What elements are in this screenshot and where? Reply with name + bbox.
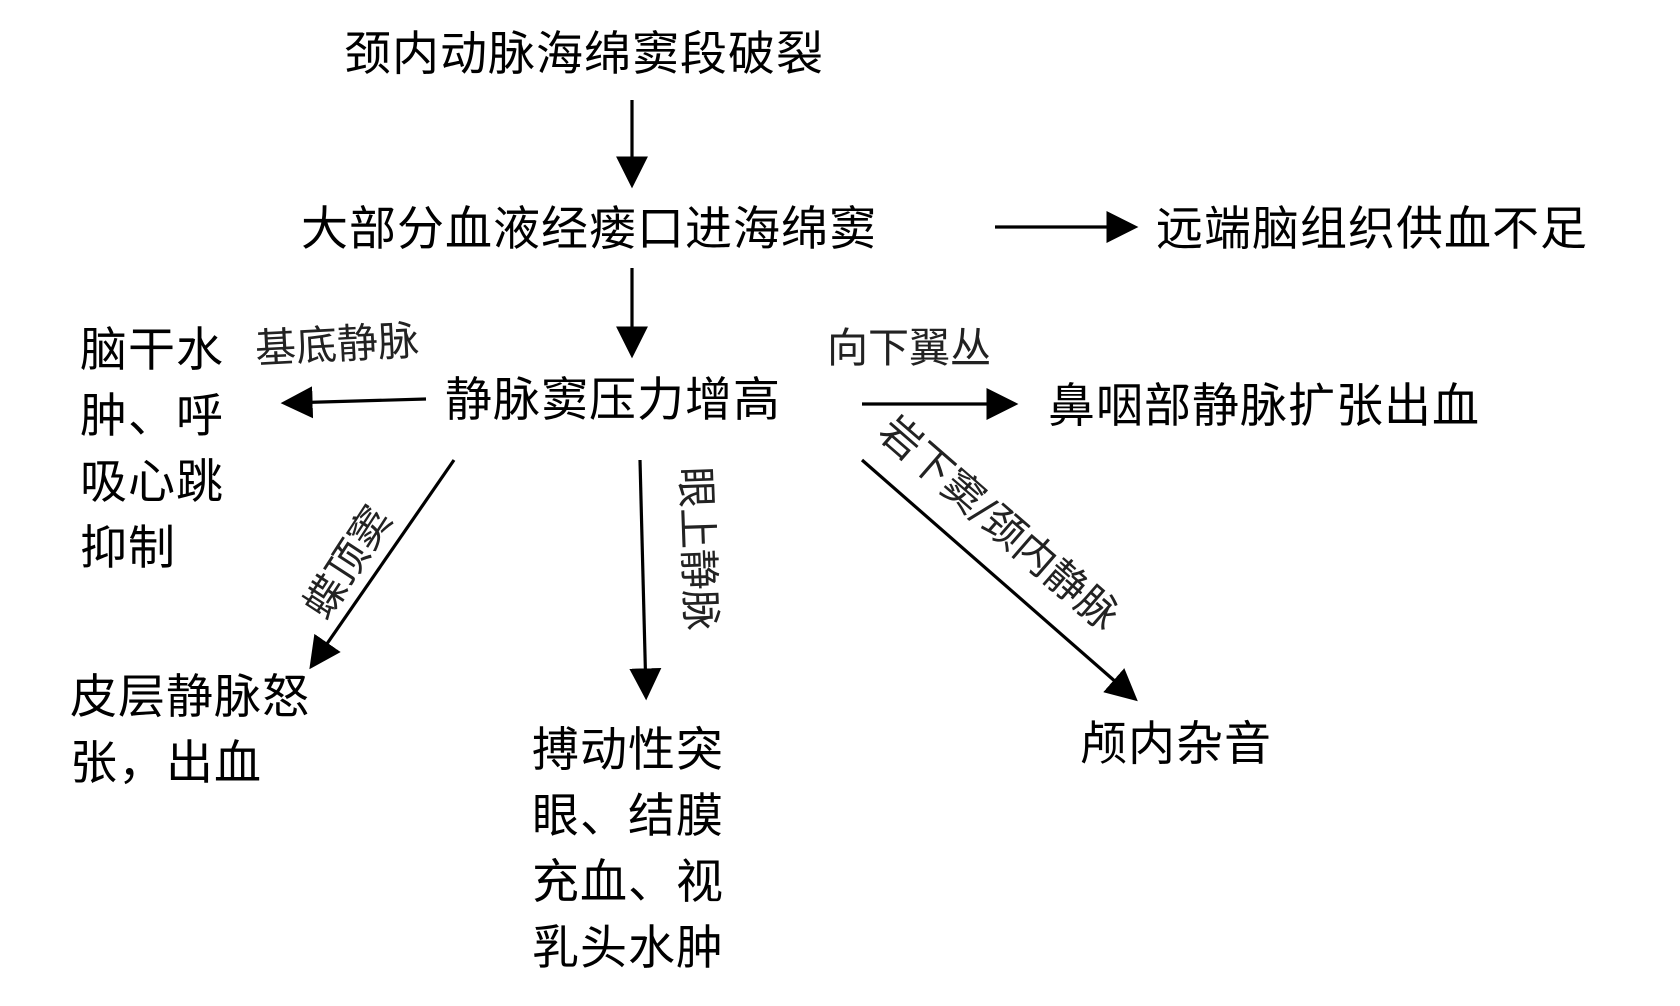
node-sinus-pressure: 静脉窦压力增高 [445,373,781,428]
node-cortical-vein: 皮层静脉怒 张，出血 [70,665,310,797]
node-cortical-vein-line: 张，出血 [70,736,262,791]
node-exophthalmos-line: 充血、视 [532,855,724,910]
node-exophthalmos-line: 搏动性突 [532,723,724,778]
node-blood-into-sinus: 大部分血液经瘘口进海绵窦 [301,202,877,257]
node-rupture: 颈内动脉海绵窦段破裂 [344,27,824,82]
node-exophthalmos: 搏动性突 眼、结膜 充血、视 乳头水肿 [532,718,724,982]
node-brainstem-line: 脑干水 [80,323,224,378]
edge-label-basal-vein: 基底静脉 [253,316,421,373]
node-cortical-vein-line: 皮层静脉怒 [70,670,310,725]
node-exophthalmos-line: 眼、结膜 [532,789,724,844]
arrow-pressure-to-exophthalmos [629,459,662,701]
node-exophthalmos-line: 乳头水肿 [532,921,724,976]
node-distal-ischemia: 远端脑组织供血不足 [1156,202,1588,257]
node-brainstem-line: 抑制 [80,521,176,576]
node-nasopharynx-bleed: 鼻咽部静脉扩张出血 [1048,379,1480,434]
edge-label-pterygoid-plexus: 向下翼丛 [827,324,991,372]
arrow-pressure-to-cortical [309,459,456,670]
node-intracranial-bruit: 颅内杂音 [1080,717,1272,772]
arrow-pressure-to-bruit [860,458,1138,702]
node-brainstem-line: 肿、呼 [80,389,224,444]
arrow-pressure-to-brainstem [280,386,427,419]
edge-label-superior-ophthalmic-vein: 眼上静脉 [671,465,725,632]
node-brainstem: 脑干水 肿、呼 吸心跳 抑制 [80,318,224,582]
node-brainstem-line: 吸心跳 [80,455,224,510]
